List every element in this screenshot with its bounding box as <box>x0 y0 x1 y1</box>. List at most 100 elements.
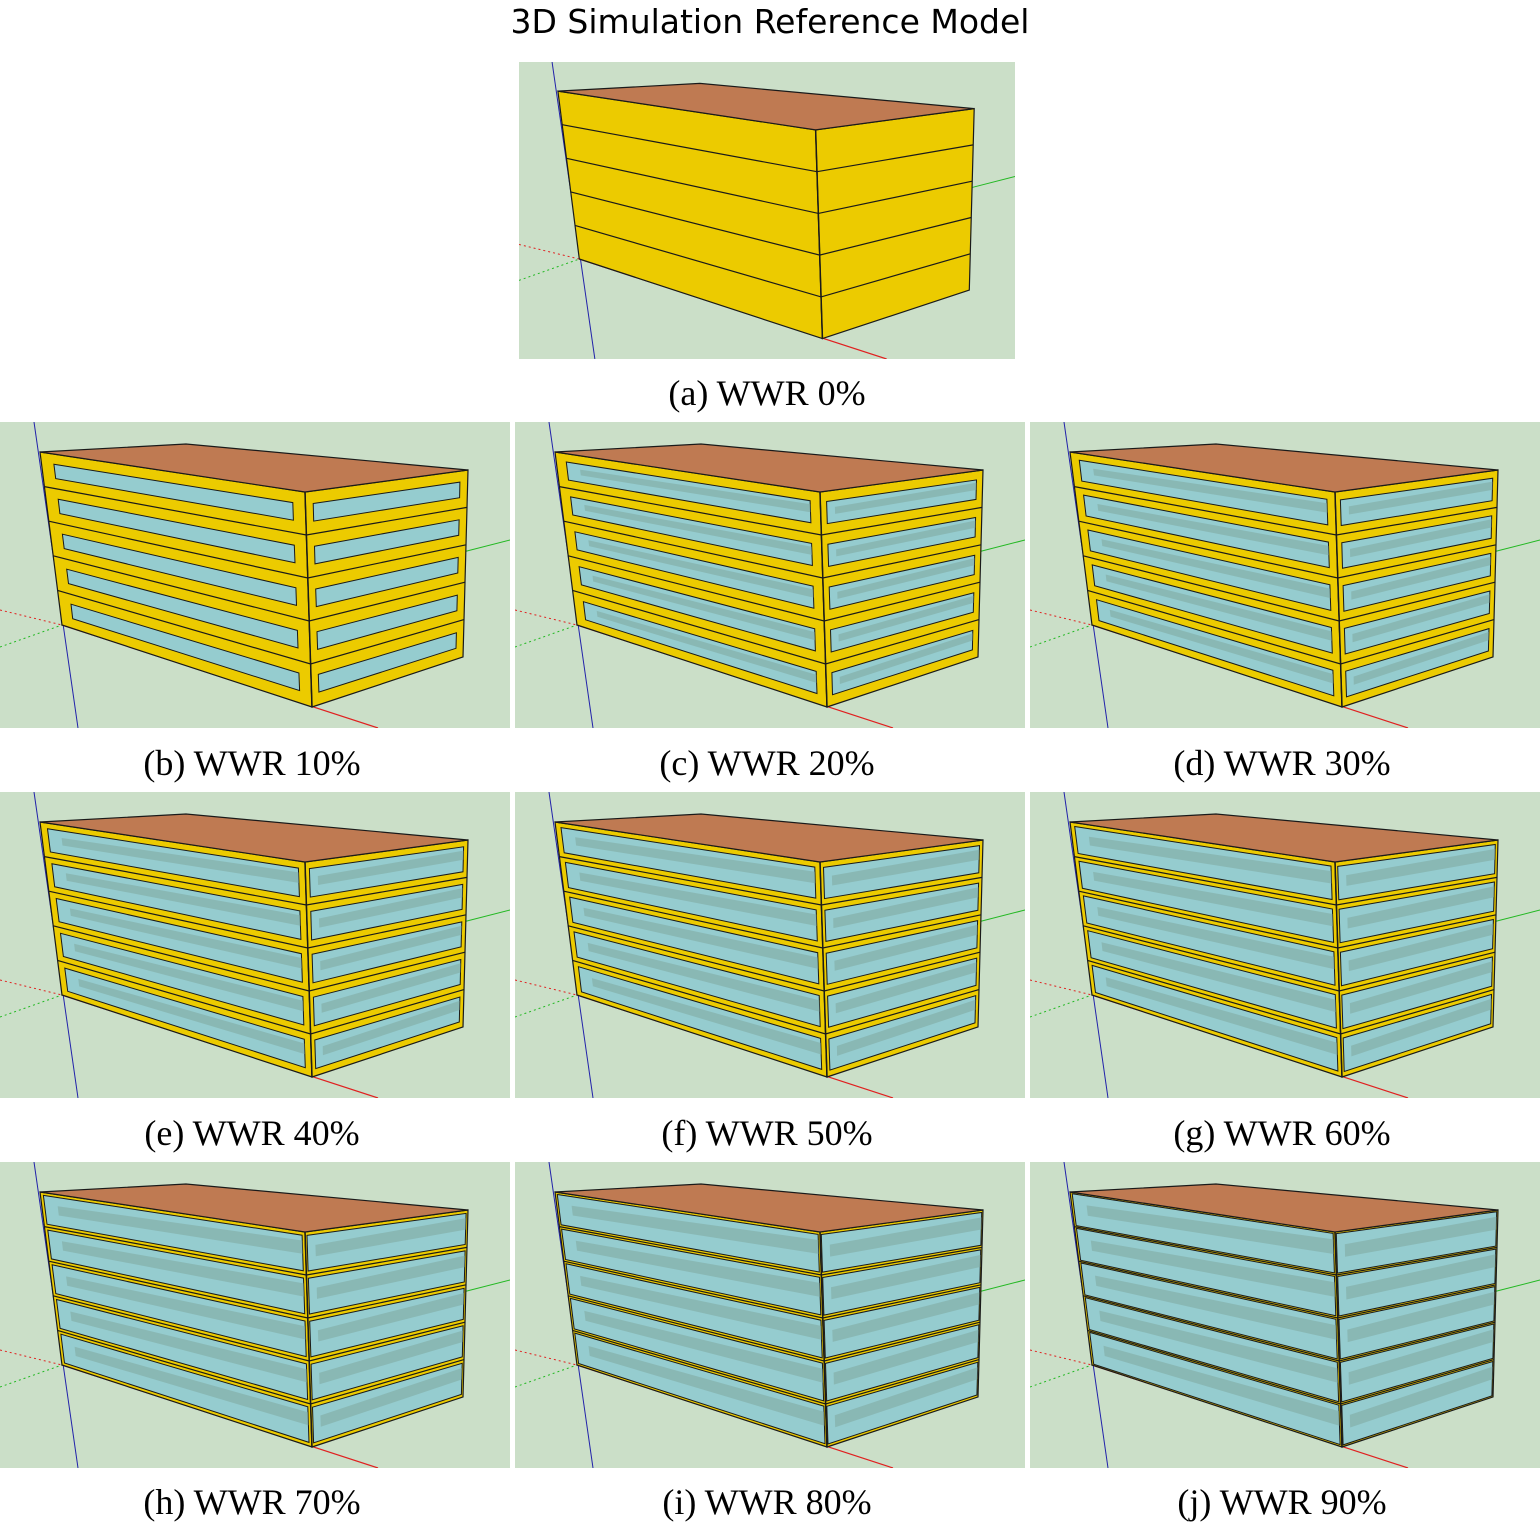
side-interior-slab-floor-2 <box>319 888 463 928</box>
side-interior-slab-floor-1 <box>1344 1216 1497 1257</box>
front-interior-slab-floor-2 <box>1090 1240 1336 1297</box>
front-interior-slab-floor-5 <box>1103 1345 1340 1426</box>
front-interior-slab-floor-5 <box>78 978 305 1055</box>
front-interior-slab-floor-2 <box>1097 504 1329 556</box>
front-window-floor-1 <box>53 463 294 521</box>
building-model-wwr-0 <box>519 62 1015 359</box>
side-interior-slab-floor-5 <box>320 1368 462 1427</box>
side-interior-slab-floor-5 <box>1349 1366 1493 1428</box>
front-interior-slab-floor-3 <box>69 908 302 969</box>
panel-wwr-70 <box>0 1162 510 1468</box>
front-interior-slab-floor-2 <box>1093 871 1333 927</box>
side-window-floor-5 <box>317 632 457 693</box>
axis-green-dotted-line <box>519 258 580 281</box>
side-interior-slab-floor-5 <box>834 1367 978 1428</box>
front-interior-slab-floor-1 <box>61 838 299 883</box>
corner-edge <box>819 491 828 708</box>
side-interior-slab-floor-5 <box>839 633 973 684</box>
front-interior-slab-floor-3 <box>1101 539 1331 599</box>
corner-edge <box>814 129 824 339</box>
axis-red-dotted-line <box>519 243 580 260</box>
axis-green-line <box>969 176 1015 189</box>
axis-green-dotted-line <box>515 1364 578 1388</box>
corner-edge <box>304 491 313 708</box>
side-interior-slab-floor-4 <box>838 595 974 642</box>
panel-caption: (j) WWR 90% <box>1177 1482 1387 1522</box>
axis-red-dotted-line <box>0 979 63 996</box>
side-interior-slab-floor-1 <box>829 1217 982 1257</box>
front-interior-slab-floor-4 <box>592 575 816 641</box>
side-interior-slab-floor-2 <box>1346 1254 1496 1300</box>
panel-wwr-50 <box>515 792 1025 1098</box>
front-interior-slab-floor-5 <box>1105 977 1338 1055</box>
front-interior-slab-floor-1 <box>571 1205 819 1254</box>
panel-caption: (d) WWR 30% <box>1173 743 1391 783</box>
axis-red-dotted-line <box>0 1349 63 1366</box>
side-interior-slab-floor-3 <box>1351 556 1491 600</box>
front-interior-slab-floor-4 <box>74 943 304 1012</box>
building-model-wwr-30 <box>1030 422 1540 728</box>
side-interior-slab-floor-5 <box>322 1000 460 1056</box>
corner-edge <box>1334 861 1343 1078</box>
axis-green-dotted-line <box>0 624 63 648</box>
side-window-floor-3 <box>315 556 459 608</box>
corner-edge <box>304 861 313 1078</box>
side-interior-slab-floor-3 <box>1347 1291 1495 1343</box>
building-model-wwr-60 <box>1030 792 1540 1098</box>
front-interior-slab-floor-4 <box>1099 1310 1338 1383</box>
axis-green-line <box>977 539 1025 553</box>
corner-edge <box>1334 1231 1343 1448</box>
panel-caption: (f) WWR 50% <box>661 1113 873 1153</box>
corner-edge <box>1334 491 1343 708</box>
axis-green-line <box>1492 909 1540 923</box>
axis-red-dotted-line <box>515 609 578 626</box>
front-interior-slab-floor-3 <box>66 1276 306 1340</box>
front-window-floor-4 <box>66 568 299 649</box>
building-model-wwr-80 <box>515 1162 1025 1468</box>
front-interior-slab-floor-1 <box>575 837 816 884</box>
side-interior-slab-floor-4 <box>319 1330 463 1385</box>
axis-green-dotted-line <box>515 624 578 648</box>
building-model-wwr-50 <box>515 792 1025 1098</box>
front-interior-slab-floor-4 <box>1101 942 1336 1013</box>
side-interior-slab-floor-3 <box>1348 923 1494 972</box>
panel-caption: (b) WWR 10% <box>143 743 361 783</box>
side-window-floor-2 <box>313 519 460 565</box>
roof <box>554 443 984 493</box>
axis-green-line <box>462 909 510 923</box>
axis-green-line <box>977 1279 1025 1293</box>
side-interior-slab-floor-2 <box>831 1254 981 1300</box>
front-window-floor-2 <box>57 498 296 564</box>
corner-edge <box>819 861 828 1078</box>
axis-green-dotted-line <box>0 994 63 1018</box>
side-interior-slab-floor-2 <box>836 520 976 557</box>
front-interior-slab-floor-5 <box>588 1346 825 1426</box>
front-window-floor-5 <box>70 603 301 692</box>
side-interior-slab-floor-2 <box>1350 519 1492 558</box>
side-interior-slab-floor-2 <box>316 1255 465 1299</box>
front-interior-slab-floor-3 <box>1095 1275 1337 1340</box>
side-interior-slab-floor-4 <box>833 1329 979 1385</box>
front-interior-slab-floor-5 <box>74 1346 309 1426</box>
side-interior-slab-floor-1 <box>1348 481 1493 515</box>
panel-wwr-80 <box>515 1162 1025 1468</box>
side-interior-slab-floor-4 <box>1352 594 1490 643</box>
panel-wwr-0 <box>519 62 1015 359</box>
axis-green-line <box>1492 1279 1540 1293</box>
page-title: 3D Simulation Reference Model <box>510 2 1030 41</box>
front-interior-slab-floor-2 <box>61 1241 305 1297</box>
panel-caption: (c) WWR 20% <box>659 743 875 783</box>
front-interior-slab-floor-4 <box>587 942 820 1012</box>
front-interior-slab-floor-2 <box>65 873 301 926</box>
building-model-wwr-70 <box>0 1162 510 1468</box>
front-interior-slab-floor-1 <box>1088 836 1332 884</box>
side-interior-slab-floor-5 <box>836 999 976 1056</box>
panel-wwr-30 <box>1030 422 1540 728</box>
front-interior-slab-floor-3 <box>583 907 819 969</box>
side-window-floor-4 <box>316 594 458 650</box>
roof <box>1069 443 1499 493</box>
panel-caption: (h) WWR 70% <box>143 1482 361 1522</box>
axis-red-dotted-line <box>1030 609 1093 626</box>
panel-caption: (e) WWR 40% <box>144 1113 360 1153</box>
side-interior-slab-floor-3 <box>832 1292 980 1342</box>
